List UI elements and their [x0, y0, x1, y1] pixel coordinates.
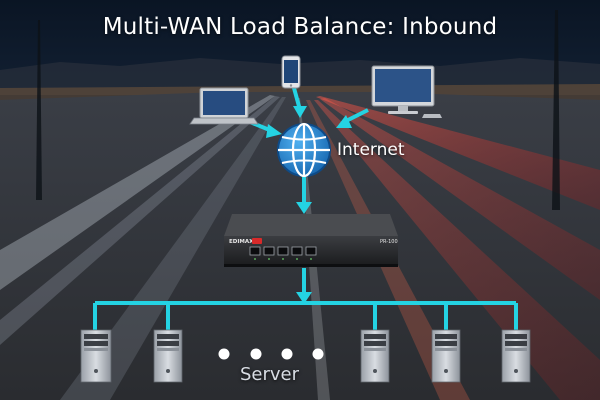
diagram-title: Multi-WAN Load Balance: Inbound	[102, 14, 498, 40]
more-servers-ellipsis	[218, 348, 324, 360]
svg-text:EDIMAX: EDIMAX	[229, 239, 254, 245]
router-brand-logo: EDIMAX	[229, 238, 262, 245]
server-label: Server	[240, 364, 300, 385]
router-ports	[249, 246, 317, 256]
desktop-monitor-icon	[371, 65, 442, 118]
arrow-into-servers	[296, 292, 312, 304]
arrow-from-laptop	[266, 124, 282, 138]
server-3	[360, 329, 390, 383]
server-group	[80, 329, 531, 383]
laptop-icon	[189, 87, 259, 125]
router-device: EDIMAX PR-100	[224, 214, 398, 267]
server-5	[501, 329, 531, 383]
internet-label: Internet	[337, 140, 405, 160]
router-status-leds	[254, 258, 312, 260]
smartphone-icon	[281, 55, 301, 89]
router-model-label: PR-100	[380, 239, 398, 245]
arrow-from-desktop	[336, 115, 352, 128]
globe-icon	[277, 122, 331, 178]
server-1	[80, 329, 112, 383]
server-2	[153, 329, 183, 383]
server-4	[431, 329, 461, 383]
arrow-into-router	[296, 202, 312, 214]
arrow-from-phone	[293, 106, 307, 118]
arrow-heads	[266, 106, 352, 304]
